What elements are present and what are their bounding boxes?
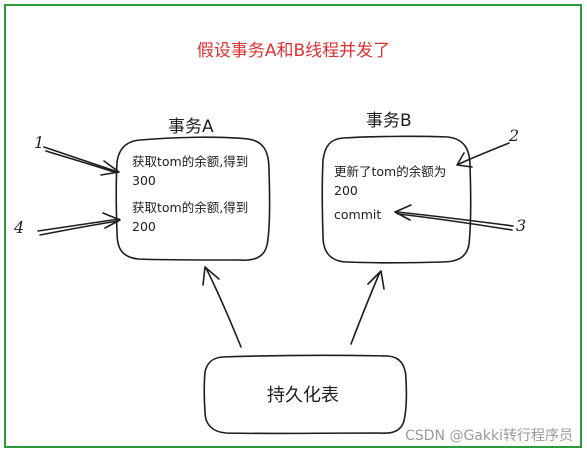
storage-label: 持久化表 bbox=[267, 385, 339, 406]
transaction-a-read-2: 获取tom的余额,得到200 bbox=[132, 200, 249, 234]
arrow-storage-to-a bbox=[205, 267, 242, 348]
arrow-storage-to-b bbox=[350, 271, 381, 345]
arrow-step-4 bbox=[37, 218, 120, 232]
arrow-step-1 bbox=[43, 146, 119, 173]
diagram-title: 假设事务A和B线程并发了 bbox=[196, 41, 391, 61]
diagram-frame bbox=[4, 4, 582, 448]
transaction-a-box bbox=[115, 136, 271, 261]
arrow-step-3-head bbox=[394, 204, 412, 221]
arrow-storage-to-a-head bbox=[202, 266, 220, 286]
arrow-step-2-head bbox=[456, 152, 473, 168]
step-label-4: 4 bbox=[14, 218, 25, 237]
arrow-step-4-tail bbox=[39, 220, 119, 236]
arrow-step-1-head bbox=[100, 160, 120, 176]
step-label-3: 3 bbox=[516, 216, 527, 235]
transaction-b-update: 更新了tom的余额为200 bbox=[334, 164, 447, 198]
watermark: CSDN @Gakki转行程序员 bbox=[405, 428, 573, 444]
transaction-b-box bbox=[321, 135, 472, 264]
arrow-step-3 bbox=[396, 211, 514, 227]
arrow-step-4-head bbox=[102, 212, 121, 229]
step-label-2: 2 bbox=[509, 126, 520, 145]
arrow-storage-to-b-head bbox=[367, 270, 385, 290]
storage-box bbox=[203, 354, 408, 435]
transaction-a-title: 事务A bbox=[168, 117, 214, 137]
arrow-step-2 bbox=[458, 142, 510, 165]
step-label-1: 1 bbox=[34, 133, 45, 152]
transaction-a-read-1: 获取tom的余额,得到300 bbox=[132, 154, 249, 188]
transaction-b-title: 事务B bbox=[366, 111, 412, 131]
arrow-step-1-tail bbox=[45, 150, 118, 174]
arrow-step-3-tail bbox=[397, 213, 513, 231]
transaction-b-commit: commit bbox=[334, 207, 382, 222]
